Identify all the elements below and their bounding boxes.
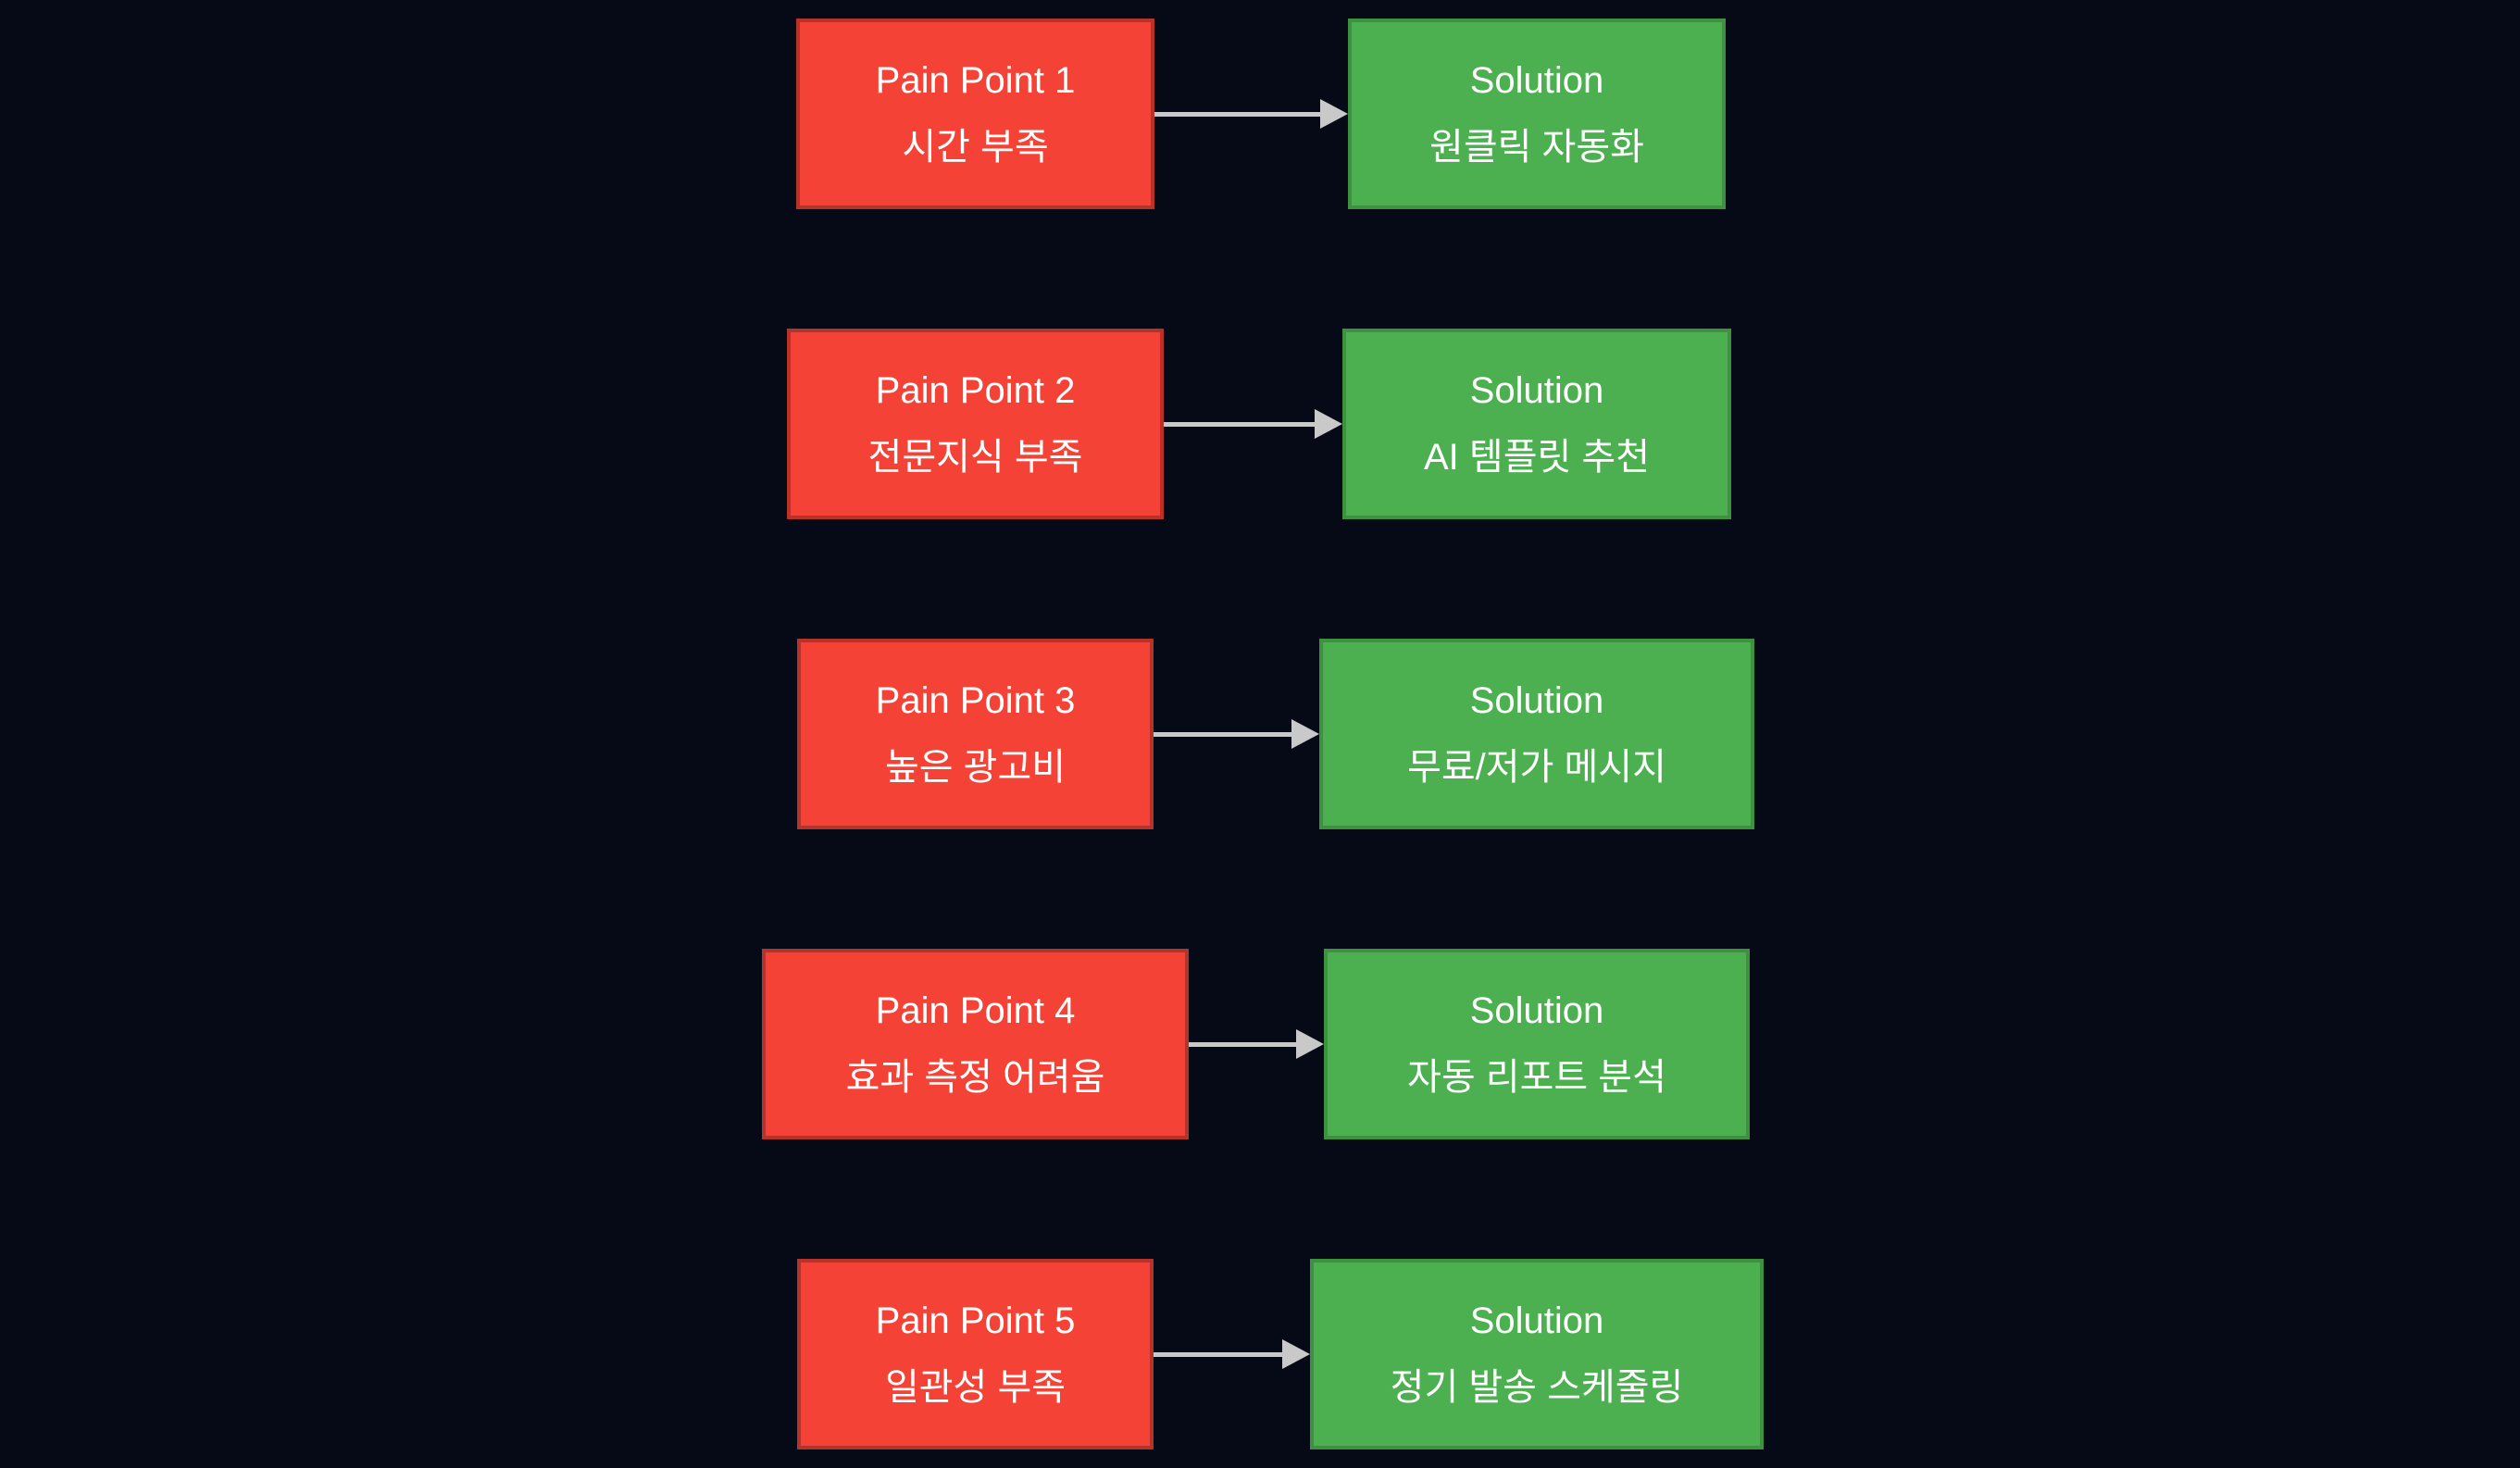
pain-point-1-subtitle: 시간 부족 bbox=[902, 127, 1049, 168]
arrow-shaft bbox=[1154, 1351, 1282, 1357]
arrow-right-icon bbox=[1154, 719, 1319, 749]
pain-point-4-title: Pain Point 4 bbox=[875, 990, 1076, 1031]
flow-row-5: Pain Point 5 일관성 부족 Solution 정기 발송 스케줄링 bbox=[0, 1259, 2520, 1449]
flow-row-2: Pain Point 2 전문지식 부족 Solution AI 템플릿 추천 bbox=[0, 329, 2520, 519]
arrow-head-icon bbox=[1282, 1339, 1310, 1369]
solution-1-title: Solution bbox=[1469, 60, 1604, 101]
arrow-shaft bbox=[1154, 111, 1320, 117]
pain-point-1-node: Pain Point 1 시간 부족 bbox=[796, 19, 1154, 209]
pain-point-4-subtitle: 효과 측정 어려움 bbox=[845, 1057, 1105, 1098]
pain-point-2-subtitle: 전문지식 부족 bbox=[867, 437, 1083, 478]
solution-5-title: Solution bbox=[1469, 1300, 1604, 1341]
pain-point-2-title: Pain Point 2 bbox=[875, 370, 1076, 411]
arrow-right-icon bbox=[1164, 409, 1342, 439]
solution-3-title: Solution bbox=[1469, 680, 1604, 721]
solution-4-node: Solution 자동 리포트 분석 bbox=[1324, 949, 1750, 1139]
arrow-head-icon bbox=[1296, 1029, 1324, 1059]
arrow-head-icon bbox=[1315, 409, 1342, 439]
solution-5-subtitle: 정기 발송 스케줄링 bbox=[1390, 1367, 1684, 1408]
arrow-shaft bbox=[1189, 1041, 1296, 1047]
pain-point-1-title: Pain Point 1 bbox=[875, 60, 1076, 101]
solution-3-node: Solution 무료/저가 메시지 bbox=[1319, 639, 1754, 829]
flow-row-1: Pain Point 1 시간 부족 Solution 원클릭 자동화 bbox=[0, 19, 2520, 209]
solution-1-node: Solution 원클릭 자동화 bbox=[1348, 19, 1726, 209]
solution-2-title: Solution bbox=[1469, 370, 1604, 411]
pain-point-3-title: Pain Point 3 bbox=[875, 680, 1076, 721]
solution-3-subtitle: 무료/저가 메시지 bbox=[1407, 747, 1666, 788]
arrow-right-icon bbox=[1154, 99, 1348, 129]
arrow-shaft bbox=[1164, 421, 1315, 427]
pain-point-3-node: Pain Point 3 높은 광고비 bbox=[797, 639, 1154, 829]
pain-point-2-node: Pain Point 2 전문지식 부족 bbox=[787, 329, 1164, 519]
solution-1-subtitle: 원클릭 자동화 bbox=[1429, 127, 1644, 168]
arrow-head-icon bbox=[1291, 719, 1319, 749]
arrow-right-icon bbox=[1189, 1029, 1324, 1059]
flow-row-3: Pain Point 3 높은 광고비 Solution 무료/저가 메시지 bbox=[0, 639, 2520, 829]
solution-5-node: Solution 정기 발송 스케줄링 bbox=[1310, 1259, 1764, 1449]
pain-point-5-subtitle: 일관성 부족 bbox=[884, 1367, 1067, 1408]
arrow-shaft bbox=[1154, 731, 1291, 737]
pain-point-4-node: Pain Point 4 효과 측정 어려움 bbox=[762, 949, 1189, 1139]
solution-4-subtitle: 자동 리포트 분석 bbox=[1407, 1057, 1666, 1098]
solution-2-subtitle: AI 템플릿 추천 bbox=[1423, 437, 1651, 478]
arrow-head-icon bbox=[1320, 99, 1348, 129]
solution-2-node: Solution AI 템플릿 추천 bbox=[1342, 329, 1731, 519]
flow-row-4: Pain Point 4 효과 측정 어려움 Solution 자동 리포트 분… bbox=[0, 949, 2520, 1139]
pain-point-5-title: Pain Point 5 bbox=[875, 1300, 1076, 1341]
pain-point-5-node: Pain Point 5 일관성 부족 bbox=[797, 1259, 1154, 1449]
solution-4-title: Solution bbox=[1469, 990, 1604, 1031]
arrow-right-icon bbox=[1154, 1339, 1310, 1369]
pain-point-3-subtitle: 높은 광고비 bbox=[884, 747, 1067, 788]
